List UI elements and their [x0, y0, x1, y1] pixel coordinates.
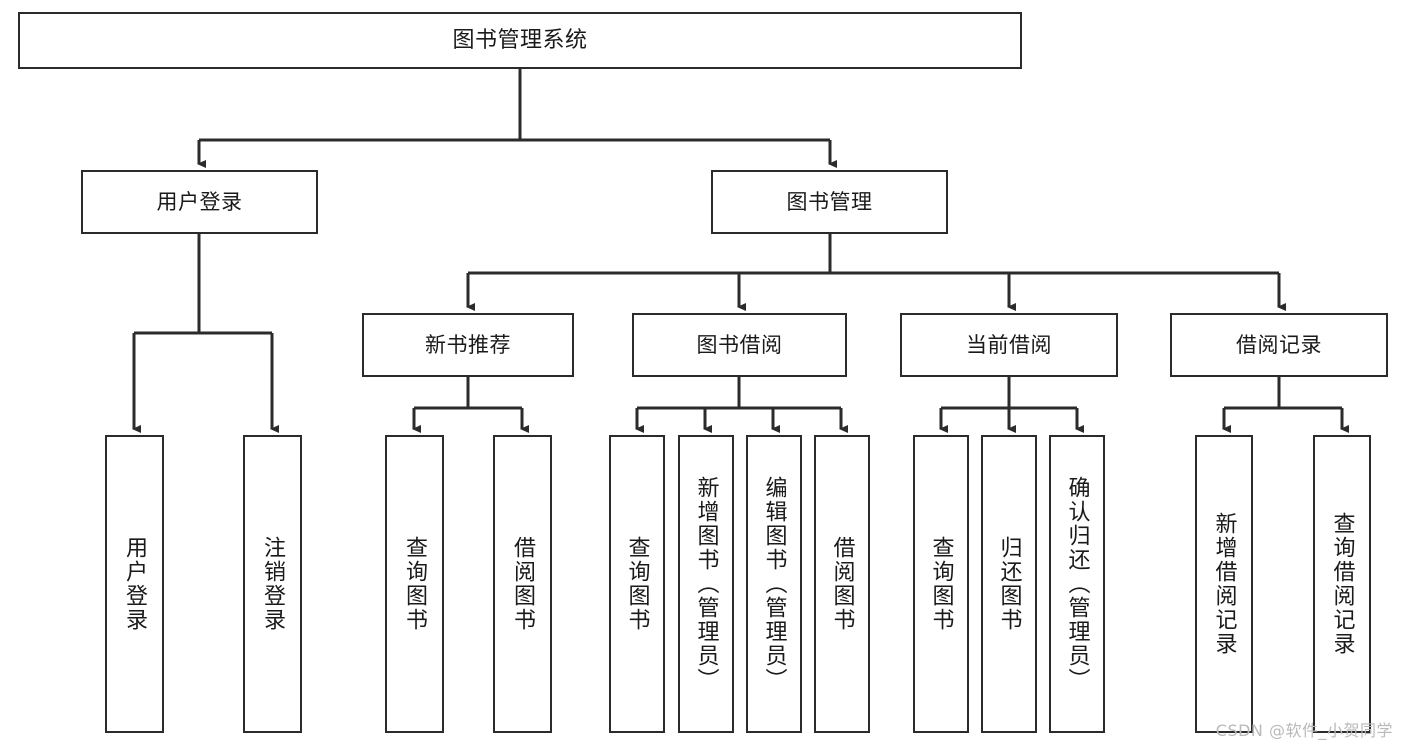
node-label: 借阅图书: [510, 536, 536, 632]
node-label: 图书管理: [786, 189, 873, 214]
node-label: 图书管理系统: [452, 27, 588, 53]
node-leaf-confirm-return[interactable]: 确认归还（管理员）: [1049, 435, 1105, 733]
node-leaf-query-record[interactable]: 查询借阅记录: [1313, 435, 1371, 733]
node-label: 注销登录: [260, 536, 286, 632]
node-leaf-add-book[interactable]: 新增图书（管理员）: [678, 435, 734, 733]
node-label: 新书推荐: [425, 332, 511, 357]
node-leaf-borrow-book-2[interactable]: 借阅图书: [814, 435, 870, 733]
csdn-watermark: CSDN @软件_小贺同学: [1215, 721, 1393, 740]
node-label: 新增图书（管理员）: [693, 476, 719, 692]
node-book-borrow[interactable]: 图书借阅: [632, 313, 847, 377]
node-label: 查询图书: [928, 536, 954, 632]
node-leaf-edit-book[interactable]: 编辑图书（管理员）: [746, 435, 802, 733]
node-leaf-return-book[interactable]: 归还图书: [981, 435, 1037, 733]
node-label: 用户登录: [122, 536, 148, 632]
node-label: 图书借阅: [696, 332, 783, 357]
node-leaf-user-login[interactable]: 用户登录: [105, 435, 164, 733]
node-leaf-query-book-3[interactable]: 查询图书: [913, 435, 969, 733]
node-label: 查询借阅记录: [1329, 512, 1355, 656]
node-book-management[interactable]: 图书管理: [711, 170, 948, 234]
node-label: 编辑图书（管理员）: [761, 476, 787, 692]
node-leaf-query-book-2[interactable]: 查询图书: [609, 435, 665, 733]
node-book-management-system[interactable]: 图书管理系统: [18, 12, 1022, 69]
node-label: 新增借阅记录: [1211, 512, 1237, 656]
node-label: 归还图书: [996, 536, 1022, 632]
node-label: 确认归还（管理员）: [1064, 476, 1090, 692]
node-label: 借阅记录: [1236, 332, 1322, 357]
node-label: 查询图书: [402, 536, 428, 632]
node-label: 借阅图书: [829, 536, 855, 632]
node-label: 查询图书: [624, 536, 650, 632]
node-new-book-recommendation[interactable]: 新书推荐: [362, 313, 574, 377]
node-leaf-query-book-1[interactable]: 查询图书: [385, 435, 444, 733]
node-leaf-add-record[interactable]: 新增借阅记录: [1195, 435, 1253, 733]
node-leaf-logout[interactable]: 注销登录: [243, 435, 302, 733]
node-borrow-record[interactable]: 借阅记录: [1170, 313, 1388, 377]
node-label: 当前借阅: [966, 332, 1052, 357]
node-leaf-borrow-book-1[interactable]: 借阅图书: [493, 435, 552, 733]
node-label: 用户登录: [156, 189, 243, 214]
node-user-login[interactable]: 用户登录: [81, 170, 318, 234]
node-current-borrow[interactable]: 当前借阅: [900, 313, 1118, 377]
